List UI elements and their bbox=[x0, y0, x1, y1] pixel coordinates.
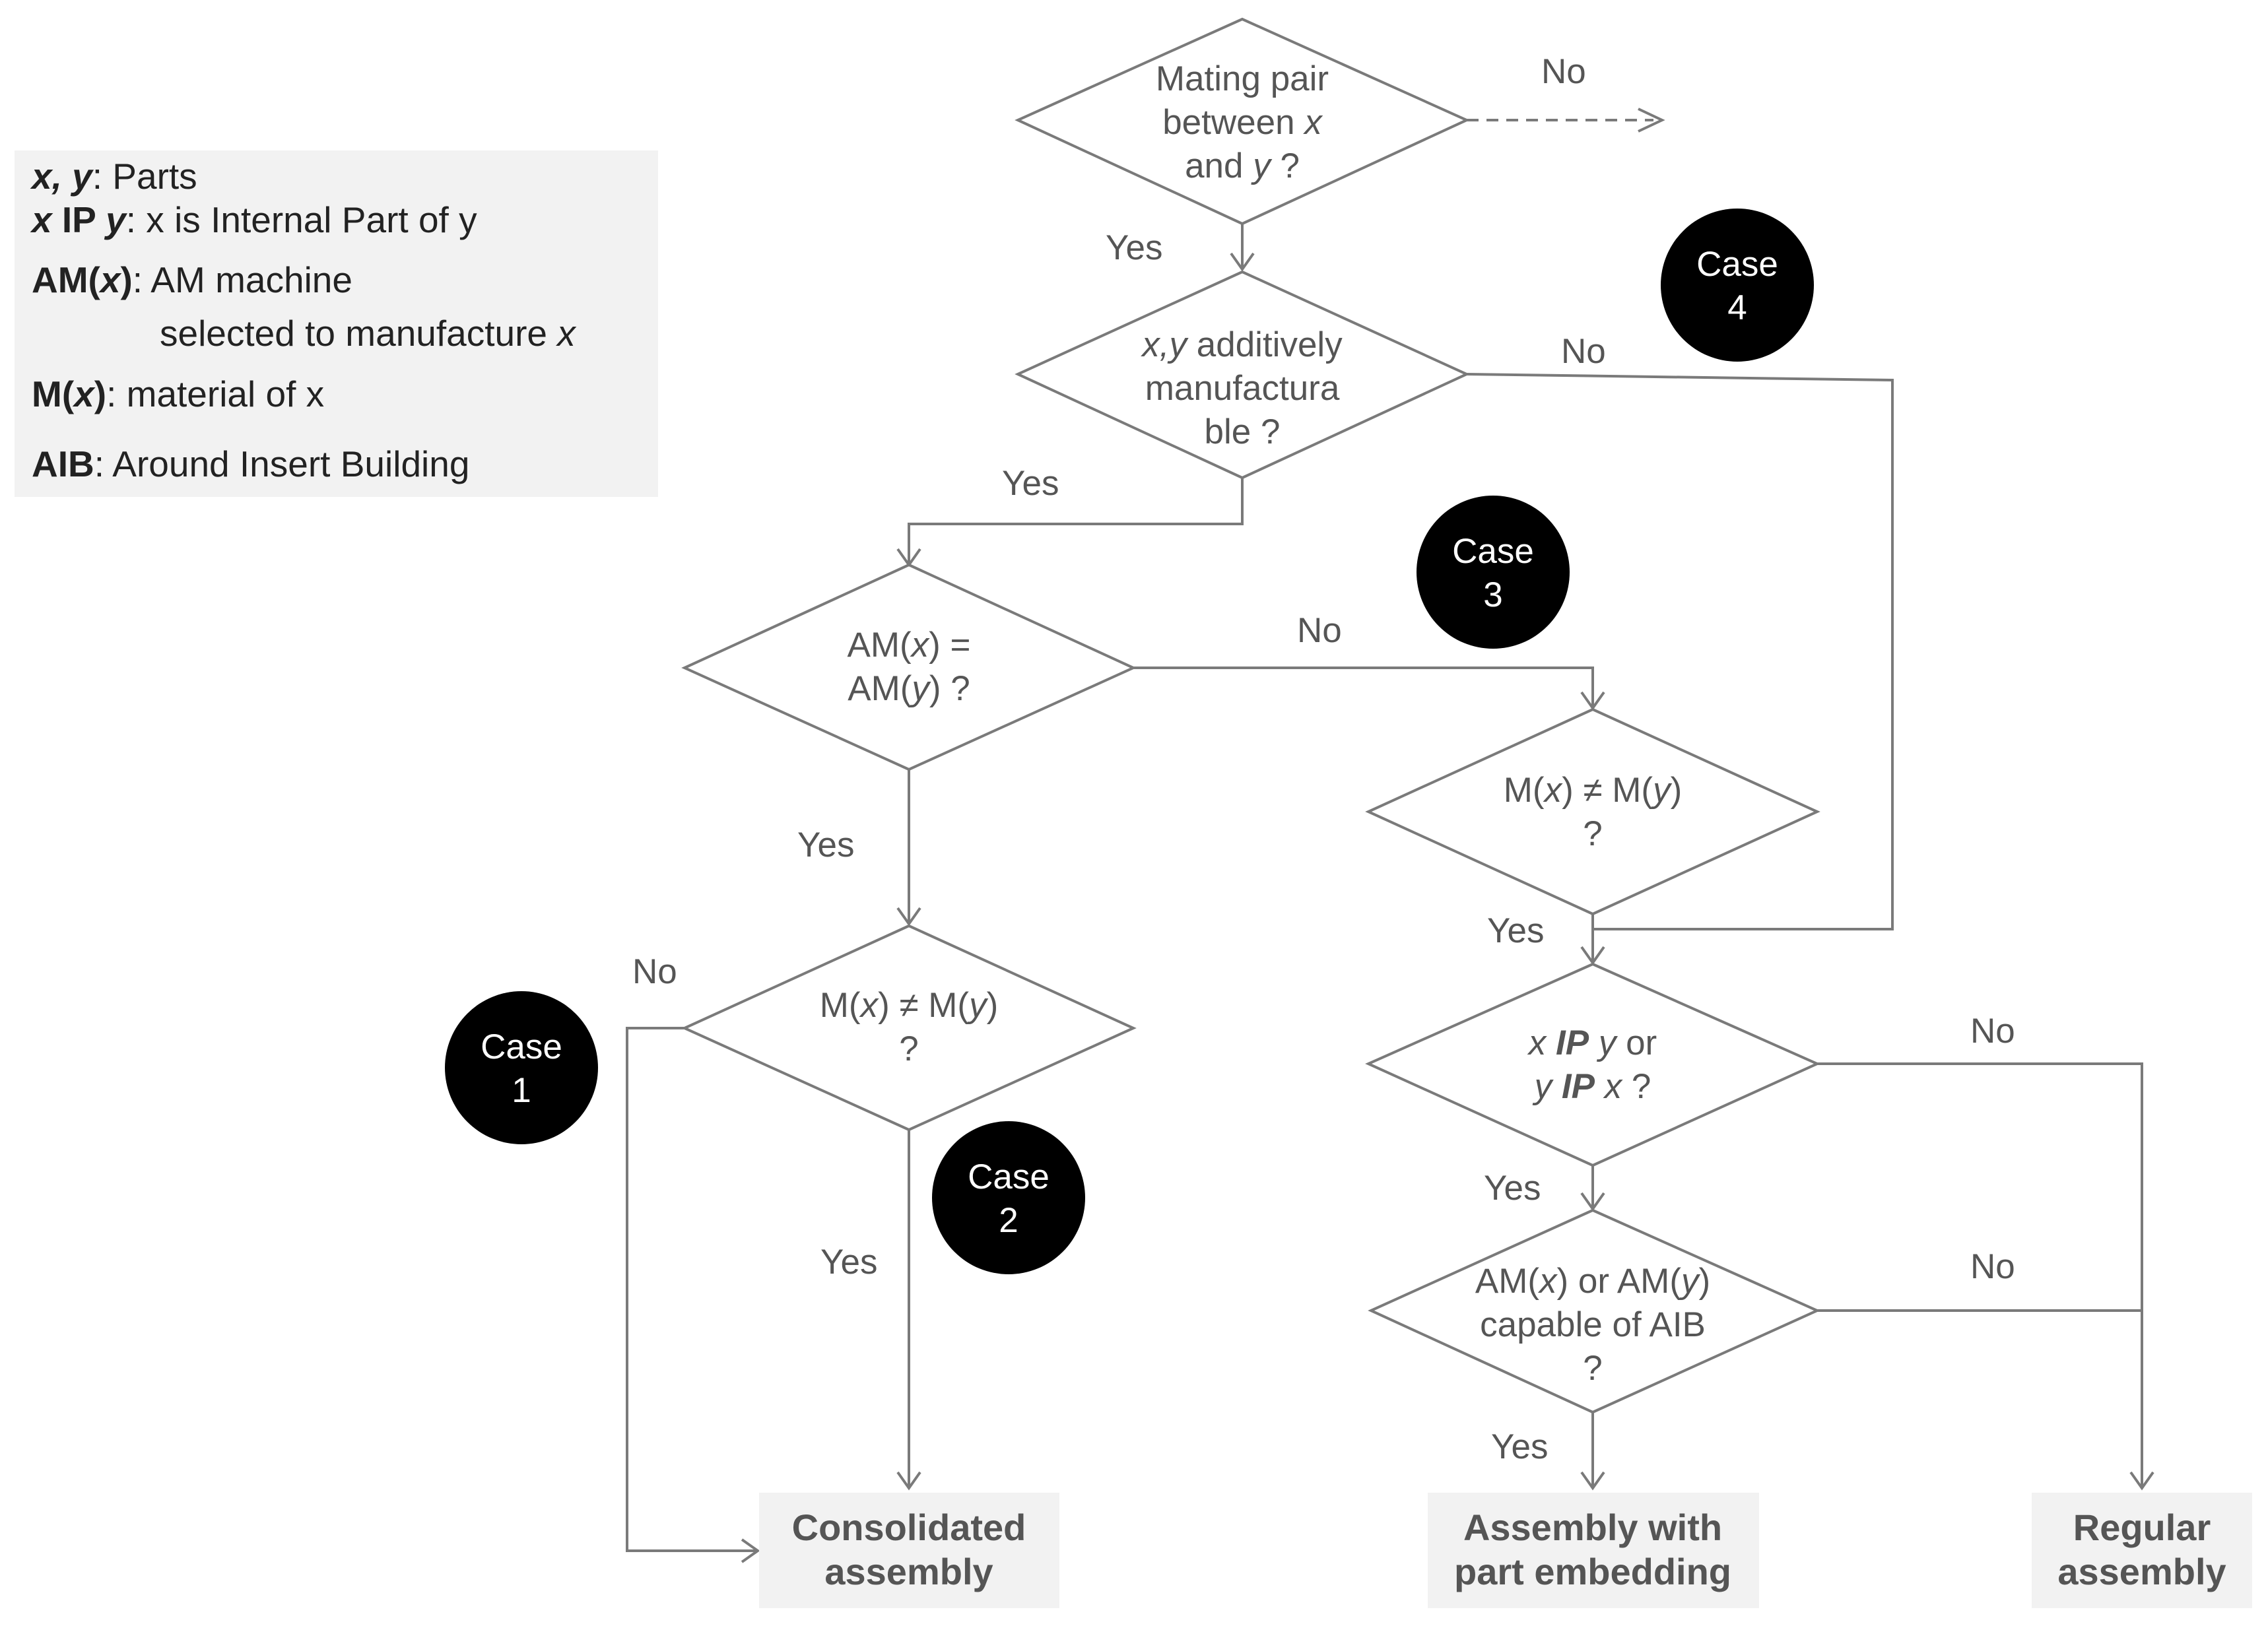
case-2-circle bbox=[932, 1121, 1085, 1274]
decision-material-left-line2: ? bbox=[899, 1029, 918, 1068]
label-matleft-yes: Yes bbox=[820, 1243, 877, 1282]
decision-additive: x,y additively manufactura ble ? bbox=[1015, 270, 1470, 480]
outcome-consolidated: Consolidated assembly bbox=[759, 1493, 1059, 1608]
label-matright-yes: Yes bbox=[1487, 911, 1544, 950]
matleft-no-arrowhead bbox=[741, 1538, 760, 1563]
label-additive-yes: Yes bbox=[1002, 464, 1059, 503]
aib-yes-arrowhead bbox=[1580, 1471, 1605, 1491]
decision-aib-line3: ? bbox=[1583, 1349, 1602, 1388]
decision-am-equal-line1: AM(x) = bbox=[848, 626, 971, 665]
legend-line-am-machine-cont: selected to manufacture x bbox=[160, 313, 577, 354]
decision-material-right: M(x) ≠ M(y) ? bbox=[1365, 707, 1820, 916]
decision-aib-line2: capable of AIB bbox=[1480, 1305, 1706, 1344]
case-3-word: Case bbox=[1452, 532, 1534, 571]
case-2-number: 2 bbox=[999, 1201, 1018, 1240]
legend-line-internal-part: x IP y: x is Internal Part of y bbox=[30, 199, 477, 240]
matleft-no-connector bbox=[626, 1027, 758, 1552]
decision-am-equal-diamond bbox=[681, 563, 1137, 771]
legend-box bbox=[15, 150, 658, 497]
ip-no-connector bbox=[1817, 1062, 2143, 1488]
mating-yes-arrowhead bbox=[1230, 252, 1255, 272]
case-1-badge: Case 1 bbox=[445, 991, 598, 1144]
case-3-circle bbox=[1417, 496, 1570, 649]
decision-material-left-diamond bbox=[681, 924, 1137, 1132]
case-3-badge: Case 3 bbox=[1417, 496, 1570, 649]
outcome-regular-box bbox=[2032, 1493, 2252, 1608]
edge-labels: No Yes No Yes No Yes No Yes Yes No Yes N… bbox=[632, 52, 2015, 1466]
matleft-yes-arrowhead bbox=[896, 1471, 921, 1491]
decision-material-right-line2: ? bbox=[1583, 814, 1602, 853]
decision-additive-line2: manufactura bbox=[1145, 369, 1340, 408]
case-1-word: Case bbox=[481, 1027, 562, 1066]
decision-internal-part-line1: x IP y or bbox=[1527, 1024, 1657, 1062]
outcome-consolidated-line1: Consolidated bbox=[792, 1507, 1026, 1548]
decision-aib-diamond bbox=[1368, 1208, 1820, 1414]
outcome-regular: Regular assembly bbox=[2032, 1493, 2252, 1608]
outcome-regular-line2: assembly bbox=[2057, 1551, 2226, 1592]
label-aib-yes: Yes bbox=[1491, 1427, 1548, 1466]
label-ip-no: No bbox=[1970, 1012, 2015, 1051]
decision-material-left: M(x) ≠ M(y) ? bbox=[681, 924, 1137, 1132]
decision-mating-pair-line1: Mating pair bbox=[1156, 59, 1329, 98]
outcome-embedding-line1: Assembly with bbox=[1463, 1507, 1722, 1548]
case-1-number: 1 bbox=[512, 1071, 531, 1110]
additive-yes-connector bbox=[908, 478, 1244, 565]
decision-internal-part: x IP y or y IP x ? bbox=[1365, 962, 1820, 1167]
legend-line-aib: AIB: Around Insert Building bbox=[32, 443, 469, 484]
outcome-embedding-line2: part embedding bbox=[1454, 1551, 1731, 1592]
case-4-number: 4 bbox=[1727, 288, 1747, 327]
decision-mating-pair-diamond bbox=[1015, 17, 1470, 226]
case-2-word: Case bbox=[968, 1157, 1050, 1196]
decision-material-left-line1: M(x) ≠ M(y) bbox=[820, 986, 998, 1025]
label-ip-yes: Yes bbox=[1484, 1169, 1541, 1208]
label-aib-no: No bbox=[1970, 1247, 2015, 1286]
case-3-number: 3 bbox=[1483, 575, 1502, 614]
decision-am-equal-line2: AM(y) ? bbox=[848, 669, 970, 708]
case-4-badge: Case 4 bbox=[1661, 209, 1814, 362]
decision-material-right-diamond bbox=[1365, 707, 1820, 916]
decision-material-right-line1: M(x) ≠ M(y) bbox=[1504, 771, 1682, 810]
decision-am-equal: AM(x) = AM(y) ? bbox=[681, 563, 1137, 771]
decision-mating-pair: Mating pair between x and y ? bbox=[1015, 17, 1470, 226]
case-2-badge: Case 2 bbox=[932, 1121, 1085, 1274]
outcome-embedding: Assembly with part embedding bbox=[1428, 1493, 1759, 1608]
decision-aib: AM(x) or AM(y) capable of AIB ? bbox=[1368, 1208, 1820, 1414]
decision-internal-part-line2: y IP x ? bbox=[1533, 1067, 1651, 1106]
legend-line-material: M(x): material of x bbox=[32, 374, 324, 414]
label-mating-no: No bbox=[1541, 52, 1586, 91]
outcome-consolidated-box bbox=[759, 1493, 1059, 1608]
outcome-embedding-box bbox=[1428, 1493, 1759, 1608]
am-yes-arrowhead bbox=[896, 907, 921, 927]
outcome-regular-line1: Regular bbox=[2073, 1507, 2211, 1548]
legend-line-am-machine: AM(x): AM machine bbox=[32, 259, 352, 300]
legend: x, y: Parts x IP y: x is Internal Part o… bbox=[15, 150, 658, 497]
case-4-word: Case bbox=[1696, 245, 1778, 284]
decision-mating-pair-line2: between x bbox=[1162, 103, 1323, 142]
case-1-circle bbox=[445, 991, 598, 1144]
label-am-yes: Yes bbox=[797, 826, 854, 864]
decision-additive-line1: x,y additively bbox=[1140, 325, 1343, 364]
label-am-no: No bbox=[1297, 611, 1342, 650]
decision-mating-pair-line3: and y ? bbox=[1185, 146, 1300, 185]
label-matleft-no: No bbox=[632, 952, 677, 991]
decision-aib-line1: AM(x) or AM(y) bbox=[1475, 1262, 1710, 1301]
am-no-connector bbox=[1133, 667, 1594, 708]
connectors bbox=[626, 108, 2154, 1563]
case-4-circle bbox=[1661, 209, 1814, 362]
ip-no-arrowhead bbox=[2129, 1471, 2154, 1491]
mating-no-arrowhead bbox=[1638, 108, 1665, 133]
decision-internal-part-diamond bbox=[1365, 962, 1820, 1167]
additive-no-connector bbox=[1466, 373, 1894, 930]
decision-additive-diamond bbox=[1015, 270, 1470, 480]
decision-additive-line3: ble ? bbox=[1205, 412, 1281, 451]
label-mating-yes: Yes bbox=[1106, 228, 1162, 267]
legend-line-parts: x, y: Parts bbox=[30, 156, 197, 197]
label-additive-no: No bbox=[1561, 332, 1606, 371]
outcome-consolidated-line2: assembly bbox=[824, 1551, 993, 1592]
